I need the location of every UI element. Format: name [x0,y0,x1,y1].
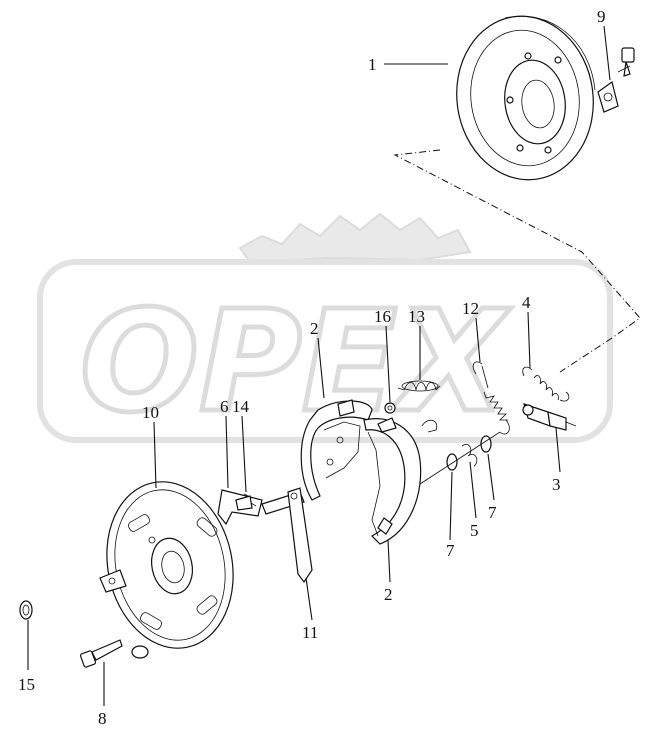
e-clip [19,600,33,620]
callout-15: 15 [18,675,35,694]
callout-10: 10 [142,403,159,422]
callout-5: 5 [470,521,479,540]
parking-brake-lever [287,487,313,584]
callout-8: 8 [98,709,107,728]
plug-and-plate [597,47,635,113]
nut [131,645,149,659]
callout-14: 14 [232,397,250,416]
callout-3: 3 [552,475,561,494]
callout-11: 11 [302,623,318,642]
callout-9: 9 [597,7,606,26]
shoe-spring-4 [522,366,570,402]
mounting-bolt [79,639,123,668]
callout-7-right: 7 [488,503,497,522]
retainer-washer [384,402,396,414]
callout-4: 4 [522,293,531,312]
brake-drum [456,15,596,181]
parking-brake-cable [393,149,641,373]
callout-labels: 1 9 2 16 13 12 4 10 6 14 3 7 5 7 2 11 15… [18,7,606,728]
callout-2-upper: 2 [310,319,319,338]
callout-2-lower: 2 [384,585,393,604]
wheel-cylinder [522,403,577,431]
callout-12: 12 [462,299,479,318]
backing-plate [99,481,234,649]
hook-clip [421,419,438,433]
callout-7-left: 7 [446,541,455,560]
leader-lines [27,25,611,706]
callout-1: 1 [368,55,377,74]
brake-shoe-primary [300,399,373,501]
watermark-text: OPEX [80,281,511,444]
brake-shoe-secondary [363,417,422,545]
return-spring-13 [397,380,441,392]
return-spring-12 [472,361,510,435]
callout-6: 6 [220,397,229,416]
callout-13: 13 [408,307,425,326]
callout-16: 16 [374,307,391,326]
watermark: OPEX [37,212,613,447]
hold-down-hardware [419,431,501,485]
